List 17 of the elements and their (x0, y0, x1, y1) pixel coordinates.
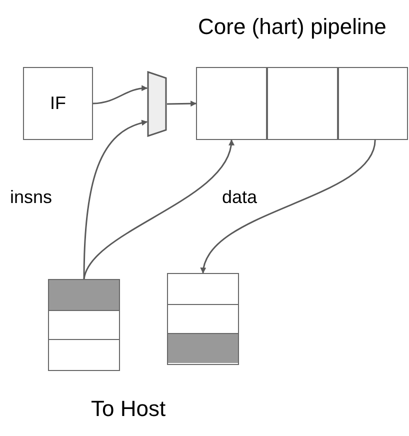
pipeline-stage-box (196, 67, 267, 140)
multiplexer-shape (147, 71, 167, 137)
group-caption: To Host (91, 396, 166, 422)
stage-box (23, 67, 93, 140)
arrow (201, 140, 376, 274)
arrow (83, 120, 148, 280)
arrow (92, 85, 148, 104)
arrow (83, 139, 234, 280)
box-label: IF (50, 93, 66, 114)
queue-drawing (167, 273, 239, 365)
pipeline-stage-box (338, 67, 408, 140)
queue-drawing (48, 279, 120, 371)
pipeline-stage-box (267, 67, 338, 140)
annotation-text: insns (10, 187, 52, 208)
title: Core (hart) pipeline (198, 14, 386, 40)
arrow (166, 100, 197, 107)
annotation-text: data (222, 187, 258, 208)
